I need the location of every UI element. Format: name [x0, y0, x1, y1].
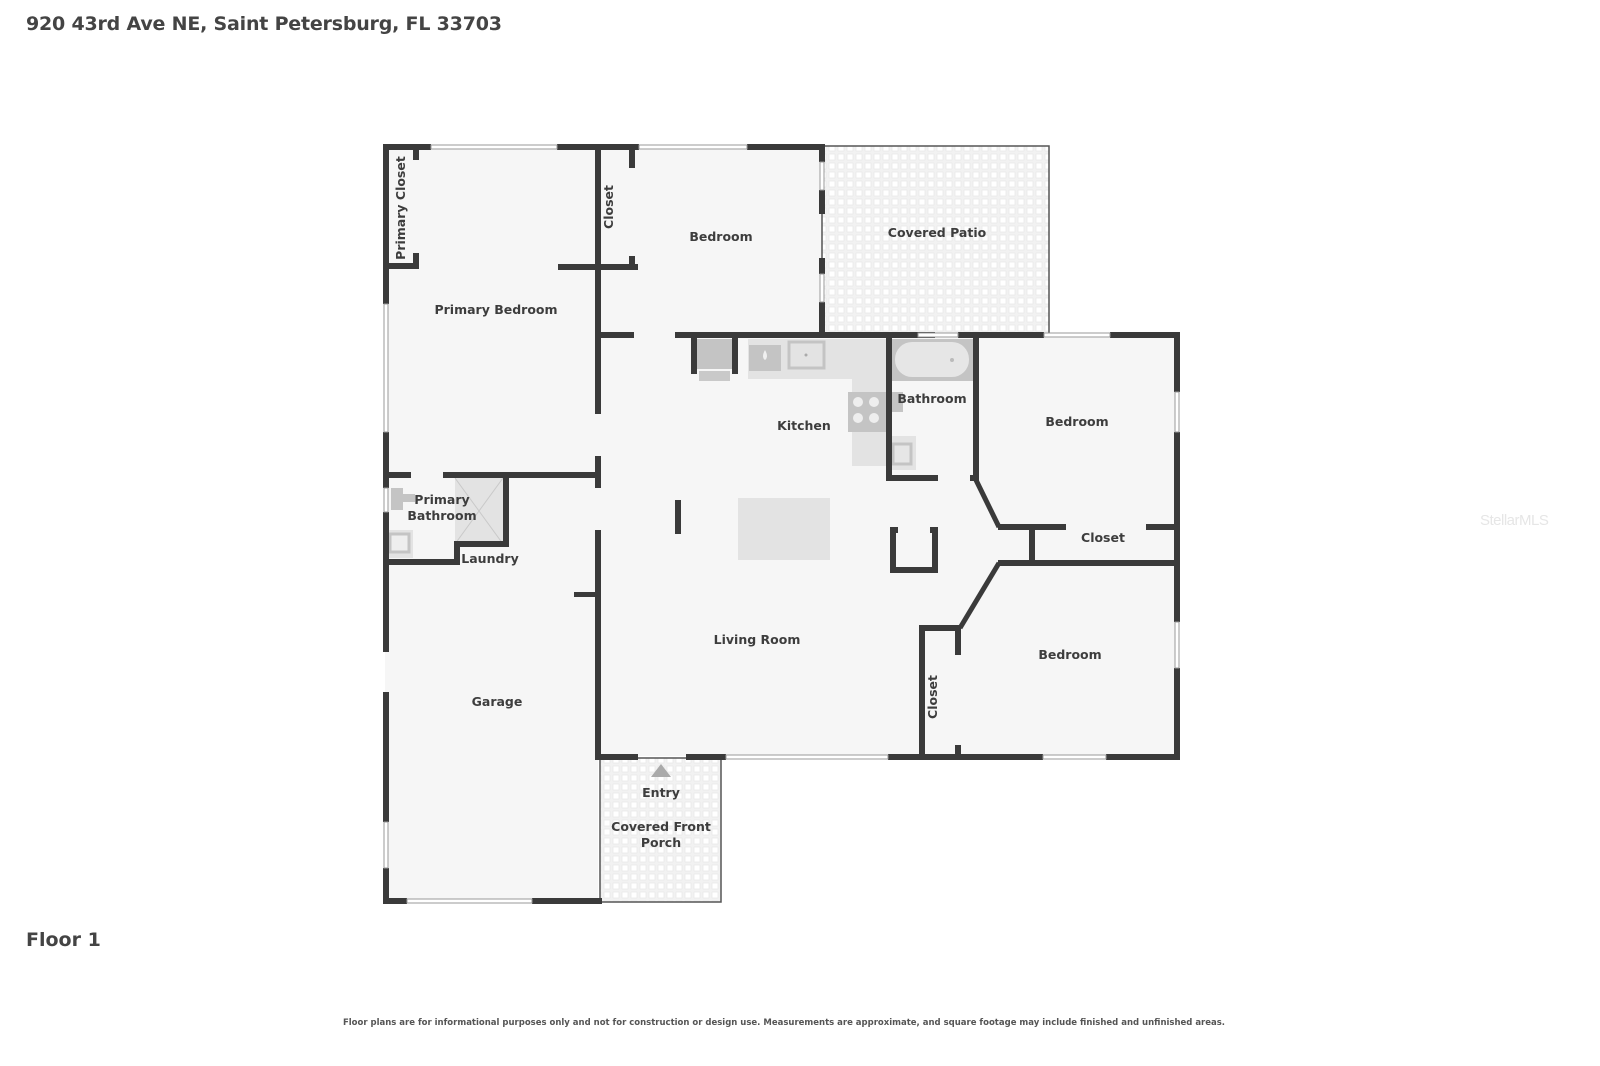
bathtub-icon [895, 342, 969, 377]
room-label-laundry: Laundry [461, 551, 518, 566]
room-label-primary-closet: Primary Closet [393, 156, 408, 260]
room-label-entry: Entry [642, 785, 680, 800]
room-label-primary-bedroom: Primary Bedroom [434, 302, 557, 317]
room-label-closet-2: Closet [1081, 530, 1125, 545]
disclaimer-text: Floor plans are for informational purpos… [342, 1018, 1226, 1028]
room-label-porch-1: Covered Front [611, 819, 711, 834]
room-label-garage: Garage [472, 694, 523, 709]
covered-patio-area [821, 145, 1050, 335]
room-label-bedroom-1: Bedroom [689, 229, 752, 244]
property-address: 920 43rd Ave NE, Saint Petersburg, FL 33… [26, 13, 502, 35]
bathroom-sink-icon [891, 442, 913, 466]
bathroom-sink-icon [388, 532, 411, 554]
entry-arrow-icon [651, 764, 671, 777]
kitchen-fixtures [697, 339, 886, 560]
primary-bathroom-fixtures [387, 477, 504, 558]
room-label-closet-1: Closet [601, 185, 616, 229]
stove-icon [848, 392, 886, 432]
room-label-closet-3: Closet [925, 675, 940, 719]
room-label-porch-2: Porch [641, 835, 681, 850]
room-label-kitchen: Kitchen [777, 418, 831, 433]
room-label-primary-bathroom-1: Primary [414, 492, 469, 507]
room-labels: Primary Closet Primary Bedroom Closet Be… [393, 156, 1125, 850]
walls [383, 144, 1180, 904]
room-label-bedroom-3: Bedroom [1038, 647, 1101, 662]
toilet-icon [391, 488, 415, 510]
room-label-covered-patio: Covered Patio [888, 225, 987, 240]
watermark-logo: StellarMLS [1480, 512, 1549, 529]
toilet-icon [891, 392, 903, 412]
floor-label: Floor 1 [26, 929, 101, 951]
room-label-bathroom: Bathroom [897, 391, 966, 406]
room-label-primary-bathroom-2: Bathroom [407, 508, 476, 523]
room-label-living-room: Living Room [714, 632, 801, 647]
covered-front-porch-area [599, 757, 722, 903]
room-label-bedroom-2: Bedroom [1045, 414, 1108, 429]
bathroom-fixtures [891, 339, 973, 470]
windows [383, 144, 1180, 904]
kitchen-island [738, 498, 830, 560]
